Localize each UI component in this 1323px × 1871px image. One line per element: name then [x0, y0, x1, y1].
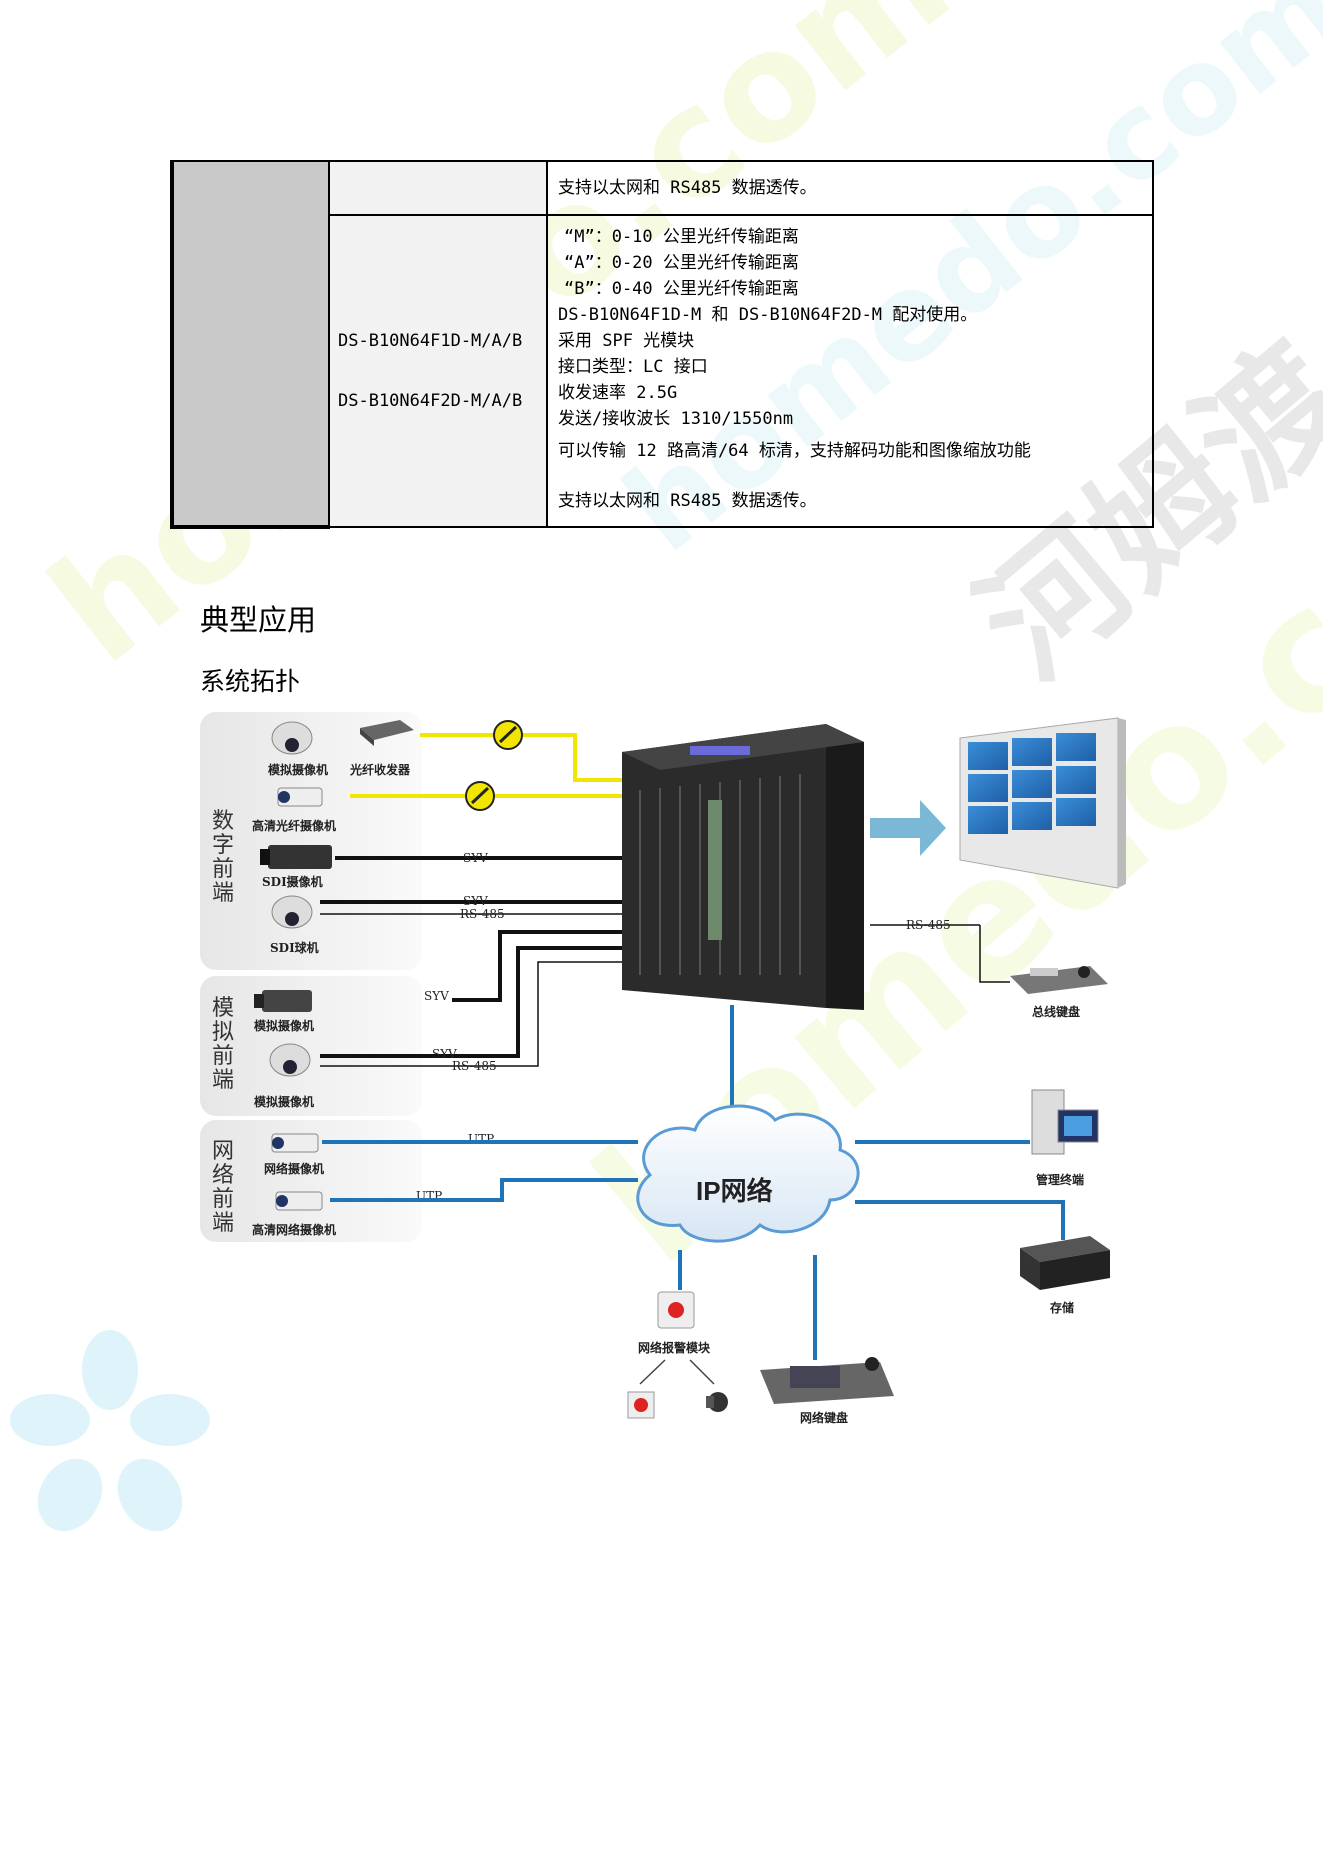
management-terminal-icon — [1031, 1089, 1099, 1155]
svg-text:存储: 存储 — [1049, 1300, 1074, 1315]
svg-text:高清网络摄像机: 高清网络摄像机 — [252, 1222, 336, 1237]
topology-diagram: 数字前端 模拟前端 网络前端 SYV SYV RS-485 SYV SYV RS… — [200, 712, 1126, 1425]
dome-camera-icon — [271, 895, 313, 929]
watermark-flower-logo — [10, 1330, 210, 1532]
category-cell — [170, 160, 330, 529]
table-row: 支持以太网和 RS485 数据透传。 — [170, 160, 1154, 529]
fiber-transceiver-icon — [360, 720, 414, 746]
matrix-chassis — [622, 724, 864, 1010]
spec-line: DS-B10N64F1D-M 和 DS-B10N64F2D-M 配对使用。 — [558, 305, 978, 325]
table-row: DS-B10N64F1D-M/A/B DS-B10N64F2D-M/A/B “M… — [172, 214, 1154, 528]
spec-line: 接口类型：LC 接口 — [558, 357, 708, 377]
hd-camera-icon — [277, 787, 323, 807]
spec-line: 采用 SPF 光模块 — [558, 331, 695, 351]
wire-label-syv: SYV — [463, 894, 488, 908]
alarm-module-icon — [657, 1291, 695, 1329]
svg-text:模拟摄像机: 模拟摄像机 — [254, 1018, 314, 1033]
spec-line: “M”：0-10 公里光纤传输距离 — [564, 227, 799, 247]
section-heading: 典型应用 — [200, 603, 317, 637]
group-panel-analog — [200, 976, 422, 1116]
group-label-digital: 数字前端 — [212, 809, 234, 906]
spec-table: 支持以太网和 RS485 数据透传。 DS-B10N64F1D-M/A/B DS… — [170, 160, 1154, 529]
svg-text:SDI摄像机: SDI摄像机 — [262, 874, 323, 889]
spec-line: 发送/接收波长 1310/1550nm — [558, 409, 794, 429]
model-cell-empty — [328, 160, 548, 216]
svg-text:网络报警模块: 网络报警模块 — [638, 1340, 711, 1355]
spec-line: 收发速率 2.5G — [558, 383, 678, 403]
svg-text:光纤收发器: 光纤收发器 — [349, 762, 411, 777]
svg-text:SDI球机: SDI球机 — [270, 940, 319, 955]
wire-label-syv: SYV — [463, 851, 488, 865]
group-label-analog: 模拟前端 — [212, 996, 234, 1093]
model-name-f2d: DS-B10N64F2D-M/A/B — [338, 391, 523, 411]
group-panel-network — [200, 1120, 422, 1242]
svg-text:网络键盘: 网络键盘 — [800, 1410, 848, 1425]
bus-keyboard-icon — [1010, 966, 1108, 994]
dome-camera-icon — [269, 1043, 311, 1077]
svg-text:管理终端: 管理终端 — [1036, 1172, 1084, 1187]
video-wall — [959, 717, 1126, 889]
arrow-lines — [639, 1359, 715, 1385]
hd-network-camera-icon — [275, 1191, 323, 1211]
svg-text:模拟摄像机: 模拟摄像机 — [268, 762, 328, 777]
model-cell: DS-B10N64F1D-M/A/B DS-B10N64F2D-M/A/B — [328, 214, 548, 528]
spec-list: “M”：0-10 公里光纤传输距离 “A”：0-20 公里光纤传输距离 “B”：… — [546, 214, 1154, 528]
device-labels: 模拟摄像机 光纤收发器 高清光纤摄像机 SDI摄像机 SDI球机 模拟摄像机 模… — [252, 762, 1084, 1425]
spec-line: 可以传输 12 路高清/64 标清，支持解码功能和图像缩放功能 — [558, 441, 1031, 461]
dome-camera-icon — [271, 721, 313, 755]
box-camera-icon — [254, 990, 312, 1012]
coax-lines — [320, 856, 622, 1058]
model-name-f1d: DS-B10N64F1D-M/A/B — [338, 331, 523, 351]
subsection-heading: 系统拓扑 — [200, 667, 301, 696]
group-label-network: 网络前端 — [212, 1139, 234, 1236]
box-camera-icon — [260, 845, 332, 869]
network-camera-icon — [271, 1133, 319, 1153]
wire-label-rs485: RS-485 — [460, 907, 505, 921]
rs485-line-keyboard-2 — [979, 925, 1010, 983]
spec-line: “A”：0-20 公里光纤传输距离 — [564, 253, 799, 273]
wire-label-syv: SYV — [424, 989, 449, 1003]
network-lines — [322, 1005, 1065, 1360]
wire-label-rs485: RS-485 — [452, 1059, 497, 1073]
svg-text:高清光纤摄像机: 高清光纤摄像机 — [252, 818, 336, 833]
svg-text:模拟摄像机: 模拟摄像机 — [254, 1094, 314, 1109]
output-arrow — [870, 800, 946, 856]
ip-network-cloud — [636, 1104, 860, 1243]
svg-text:网络摄像机: 网络摄像机 — [264, 1161, 324, 1176]
wire-label-rs485: RS-485 — [906, 918, 951, 932]
network-keyboard-icon — [760, 1357, 894, 1404]
wire-label-syv: SYV — [432, 1047, 457, 1061]
fiber-converter-icon — [465, 720, 523, 811]
ip-network-label: IP网络 — [696, 1176, 773, 1206]
svg-text:模拟前端: 模拟前端 — [212, 996, 234, 1093]
storage-icon — [1020, 1236, 1110, 1290]
group-panel-digital — [200, 712, 422, 970]
svg-text:网络前端: 网络前端 — [212, 1139, 234, 1236]
alarm-button-icon — [627, 1391, 655, 1419]
spec-line: “B”：0-40 公里光纤传输距离 — [564, 279, 799, 299]
svg-text:总线键盘: 总线键盘 — [1032, 1004, 1080, 1019]
svg-text:数字前端: 数字前端 — [212, 809, 234, 906]
spec-text-row1: 支持以太网和 RS485 数据透传。 — [546, 160, 1154, 216]
siren-icon — [706, 1392, 728, 1412]
spec-line: 支持以太网和 RS485 数据透传。 — [558, 491, 817, 511]
rs485-lines — [320, 913, 622, 1067]
